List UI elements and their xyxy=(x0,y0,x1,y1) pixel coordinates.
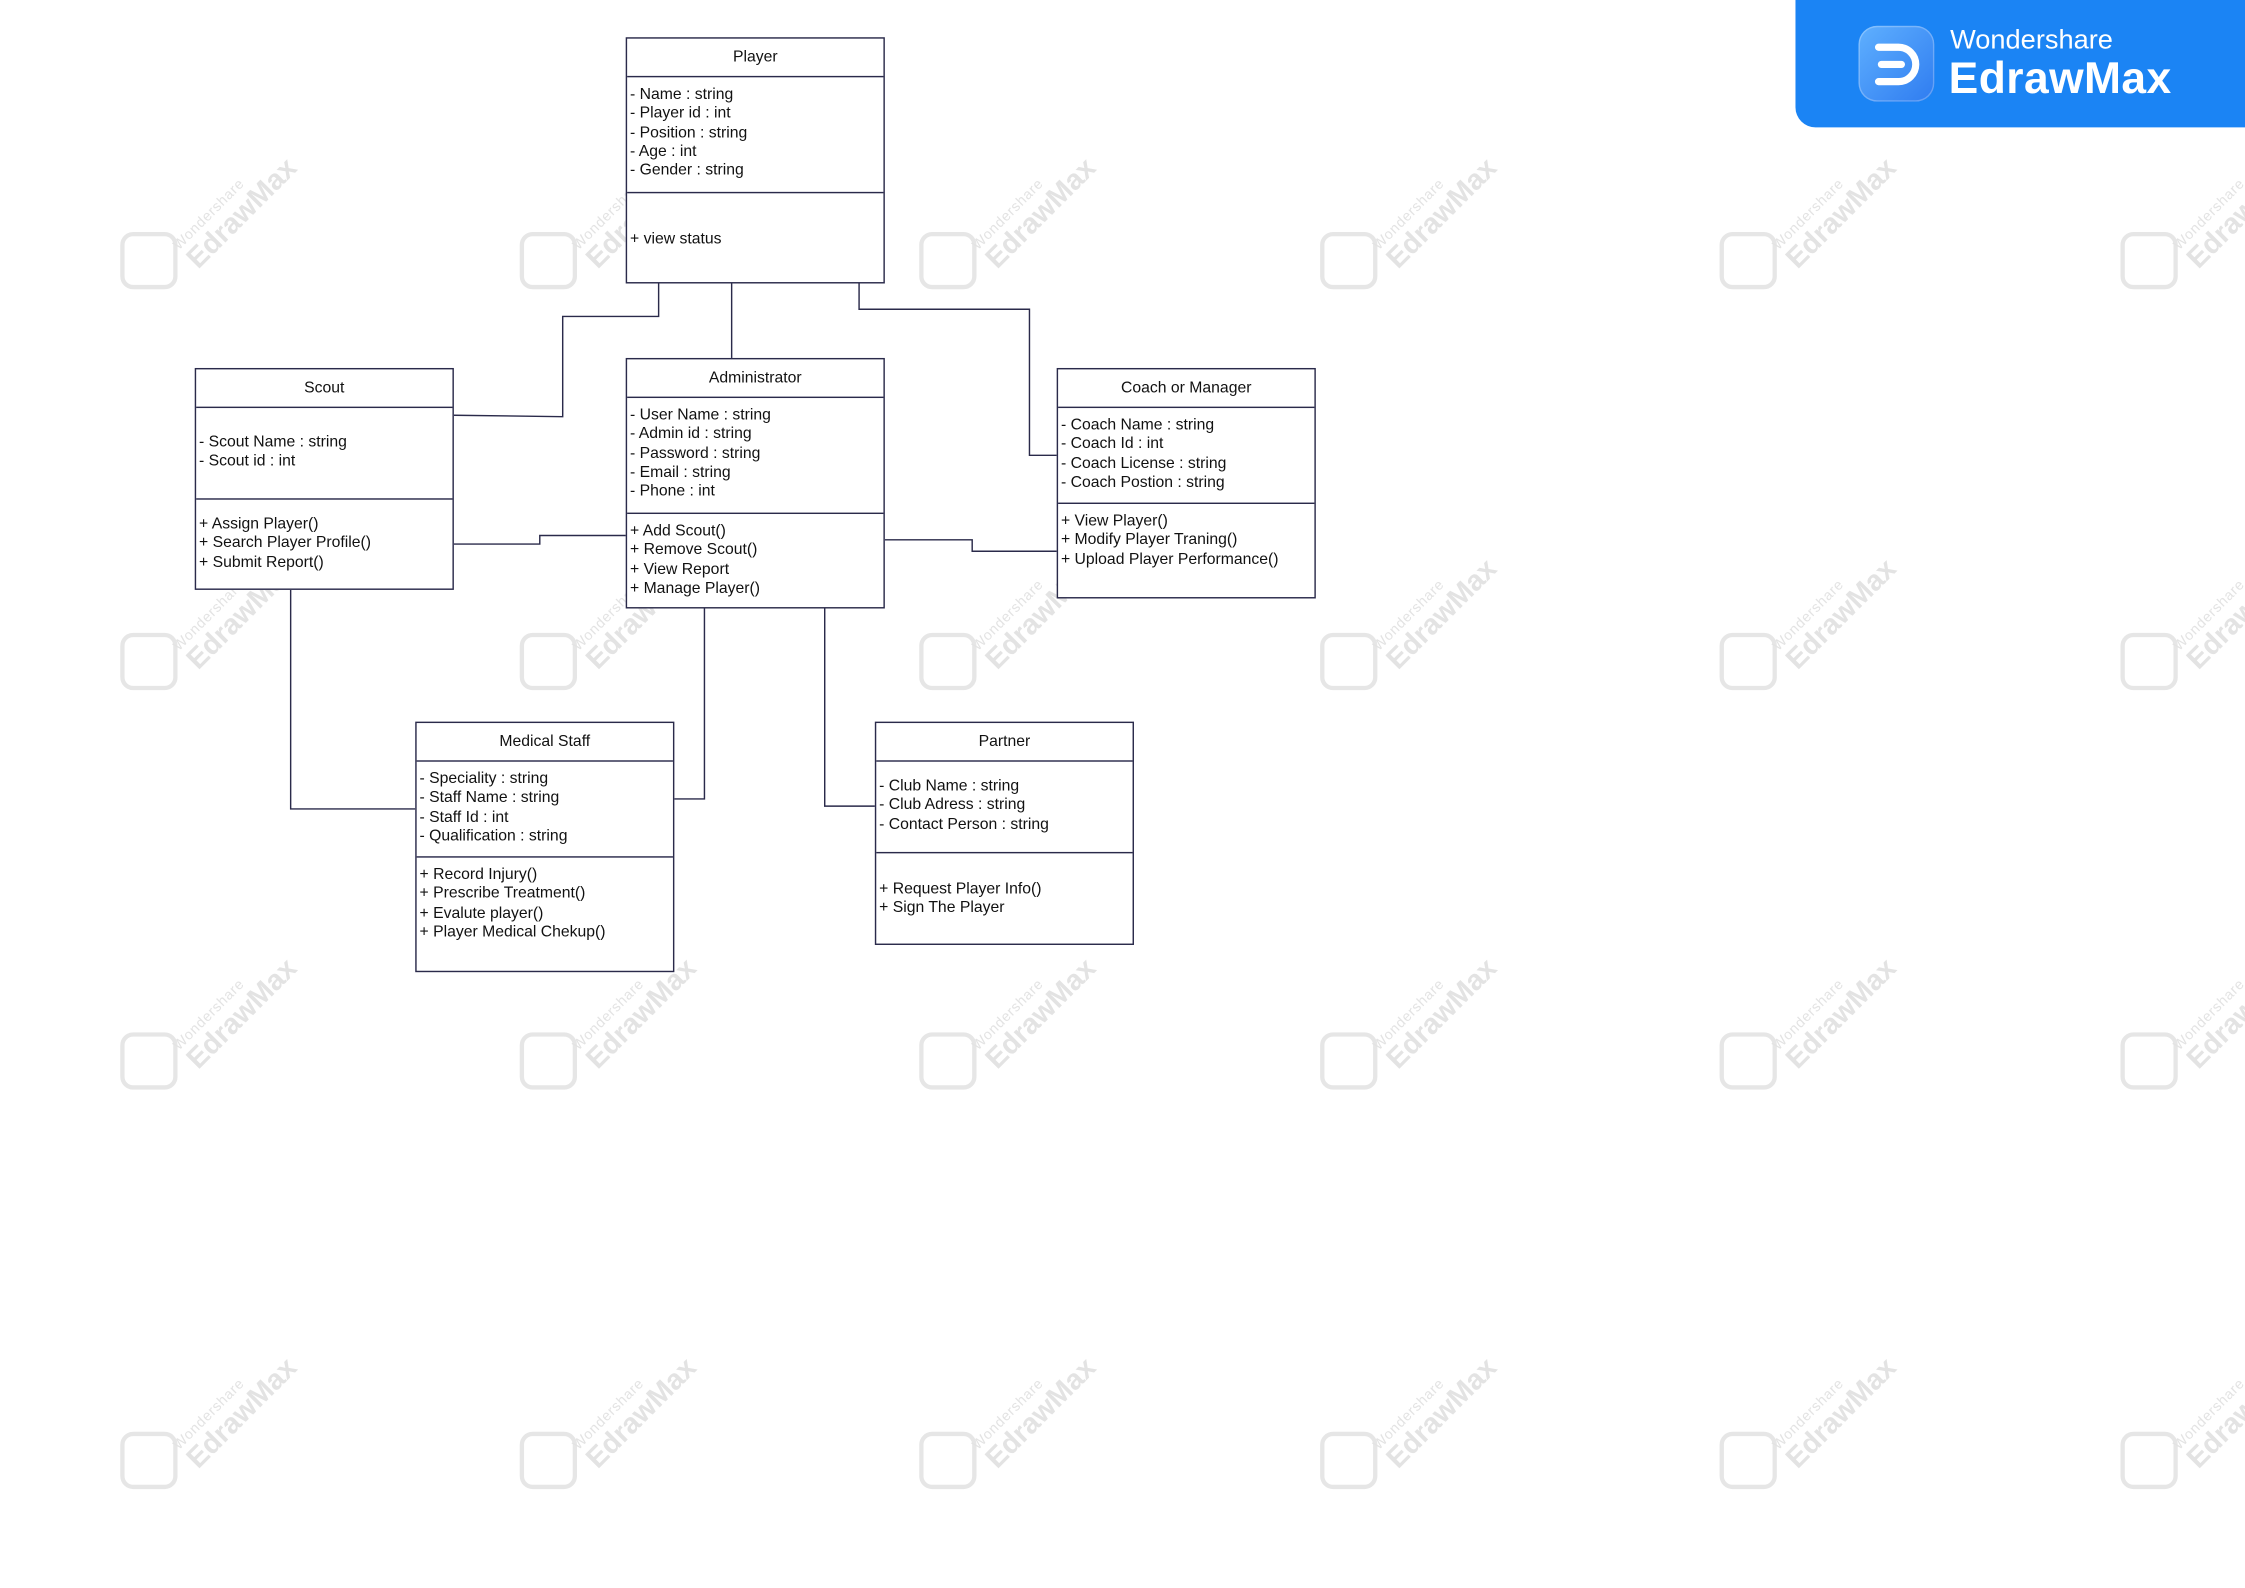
operations-section: + view status xyxy=(627,193,883,249)
attribute: - Phone : int xyxy=(629,482,715,500)
attributes-section: - Club Name : string - Club Adress : str… xyxy=(876,762,1133,854)
operation: + Remove Scout() xyxy=(629,541,758,559)
attribute: - Speciality : string xyxy=(419,770,549,788)
attribute: - Scout Name : string xyxy=(199,433,347,452)
operation: + Prescribe Treatment() xyxy=(419,885,586,903)
attribute: - Club Adress : string xyxy=(879,796,1026,814)
connector-scout-administrator[interactable] xyxy=(453,534,628,545)
operation: + Search Player Profile() xyxy=(199,534,372,552)
attribute: - User Name : string xyxy=(629,406,771,424)
class-name: Coach or Manager xyxy=(1058,369,1315,409)
operations-section: + View Player() + Modify Player Traning(… xyxy=(1058,504,1314,570)
attributes-section: - User Name : string - Admin id : string… xyxy=(627,398,884,515)
operation: + Manage Player() xyxy=(629,579,760,597)
operation: + Sign The Player xyxy=(879,899,1005,917)
operation: + Evalute player() xyxy=(419,904,544,922)
attribute: - Coach License : string xyxy=(1060,454,1227,472)
class-player[interactable]: Player - Name : string - Player id : int… xyxy=(625,37,885,284)
operation: + Record Injury() xyxy=(419,866,538,884)
class-name: Player xyxy=(627,39,884,78)
brand-product: EdrawMax xyxy=(1948,52,2172,104)
class-name: Medical Staff xyxy=(416,723,673,762)
connector-player-coach[interactable] xyxy=(858,282,1059,457)
class-partner[interactable]: Partner - Club Name : string - Club Adre… xyxy=(874,721,1134,945)
connector-administrator-coach[interactable] xyxy=(884,539,1059,552)
connector-scout-medical[interactable] xyxy=(289,589,416,810)
operation: + Submit Report() xyxy=(199,553,324,571)
attribute: - Age : int xyxy=(629,143,697,161)
brand-company: Wondershare xyxy=(1950,25,2113,56)
operation: + Request Player Info() xyxy=(879,880,1042,898)
attribute: - Staff Id : int xyxy=(419,808,509,826)
operation: + Add Scout() xyxy=(629,522,726,540)
attributes-section: - Name : string - Player id : int - Posi… xyxy=(627,77,884,194)
class-name: Scout xyxy=(196,369,453,409)
attribute: - Gender : string xyxy=(629,162,744,180)
attribute: - Staff Name : string xyxy=(419,789,560,807)
edrawmax-logo-icon xyxy=(1858,25,1935,102)
attribute: - Password : string xyxy=(629,444,761,462)
attribute: - Club Name : string xyxy=(879,777,1020,795)
operation: + Player Medical Chekup() xyxy=(419,923,606,941)
attribute: - Position : string xyxy=(629,123,748,142)
operation: + Assign Player() xyxy=(199,515,319,533)
attributes-section: - Coach Name : string - Coach Id : int -… xyxy=(1058,408,1315,504)
operation: + view status xyxy=(629,230,722,248)
class-name: Partner xyxy=(876,723,1133,762)
operations-section: + Assign Player() + Search Player Profil… xyxy=(196,500,452,573)
operation: + Modify Player Traning() xyxy=(1060,531,1238,549)
attribute: - Qualification : string xyxy=(419,827,568,845)
operations-section: + Add Scout() + Remove Scout() + View Re… xyxy=(627,514,883,599)
attribute: - Coach Id : int xyxy=(1060,435,1164,453)
connector-administrator-medical[interactable] xyxy=(674,608,706,800)
operations-section: + Request Player Info() + Sign The Playe… xyxy=(876,853,1132,918)
attribute: - Admin id : string xyxy=(629,425,752,443)
class-scout[interactable]: Scout - Scout Name : string - Scout id :… xyxy=(194,367,454,590)
attribute: - Coach Name : string xyxy=(1060,416,1215,434)
attribute: - Scout id : int xyxy=(199,452,296,471)
attributes-section: - Scout Name : string - Scout id : int xyxy=(196,408,453,500)
operations-section: + Record Injury() + Prescribe Treatment(… xyxy=(417,858,673,943)
connector-administrator-partner[interactable] xyxy=(824,608,877,807)
attribute: - Contact Person : string xyxy=(879,815,1049,833)
attribute: - Coach Postion : string xyxy=(1060,473,1225,491)
attribute: - Email : string xyxy=(629,463,731,481)
class-administrator[interactable]: Administrator - User Name : string - Adm… xyxy=(625,357,885,609)
attribute: - Player id : int xyxy=(629,104,731,123)
attribute: - Name : string xyxy=(629,85,734,104)
attributes-section: - Speciality : string - Staff Name : str… xyxy=(416,762,673,858)
class-coach-or-manager[interactable]: Coach or Manager - Coach Name : string -… xyxy=(1056,367,1316,599)
operation: + View Report xyxy=(629,560,730,578)
operation: + View Player() xyxy=(1060,512,1168,530)
class-medical-staff[interactable]: Medical Staff - Speciality : string - St… xyxy=(415,721,675,973)
brand-badge: Wondershare EdrawMax xyxy=(1795,0,2245,128)
class-name: Administrator xyxy=(627,359,884,399)
operation: + Upload Player Performance() xyxy=(1060,550,1279,568)
